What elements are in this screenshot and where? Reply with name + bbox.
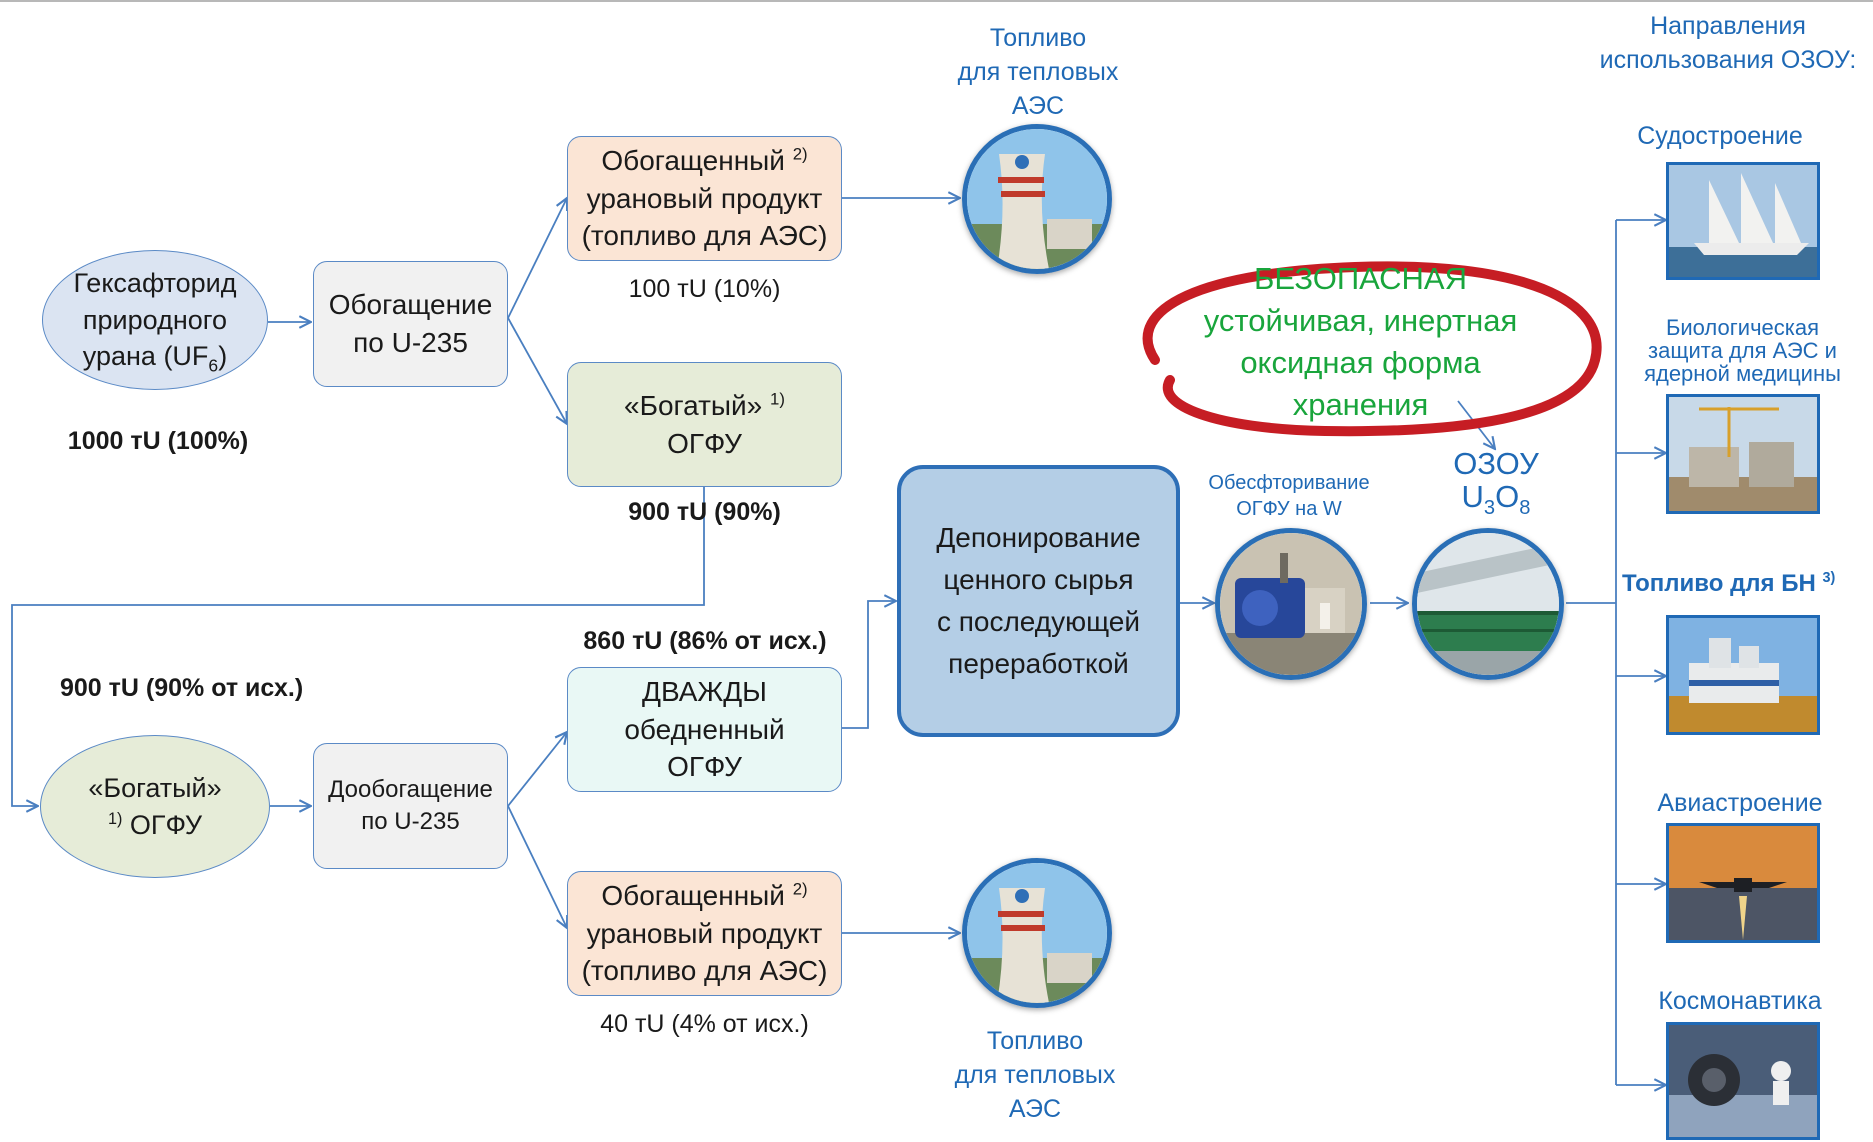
product1-line1: Обогащенный xyxy=(601,144,785,176)
product2-amount: 40 тU (4% от исх.) xyxy=(600,1010,809,1038)
use-space-label: Космонавтика xyxy=(1658,987,1822,1015)
rich2-amount: 900 тU (90% от исх.) xyxy=(60,674,304,702)
rich-tails-node-top: «Богатый» 1) ОГФУ xyxy=(567,362,842,487)
source-line2: природного xyxy=(82,304,228,335)
fuel-top-label: Топливо для тепловых АЭС xyxy=(940,22,1136,123)
rich2-line2: ОГФУ xyxy=(129,809,202,840)
ozou-u: U xyxy=(1461,478,1484,514)
fuel-bottom-line1: Топливо xyxy=(986,1027,1084,1055)
directions-title: Направления использования ОЗОУ: xyxy=(1599,12,1857,74)
airplane-photo xyxy=(1666,823,1820,943)
defluor-line2: ОГФУ на W xyxy=(1236,498,1342,520)
fast-fuel-footnote: 3) xyxy=(1822,570,1836,586)
source-formula: урана (UF xyxy=(82,341,209,372)
deposit-node: Депонирование ценного сырья с последующе… xyxy=(897,465,1180,737)
deposit-line4: переработкой xyxy=(948,648,1129,679)
use-fast-fuel-label: Топливо для БН 3) xyxy=(1622,570,1872,598)
defluorination-plant-photo xyxy=(1215,528,1367,680)
ozou-line1: ОЗОУ xyxy=(1453,446,1539,481)
deposit-line1: Депонирование xyxy=(936,522,1141,553)
deposit-line3: с последующей xyxy=(936,606,1141,637)
use-shipbuilding-label: Судостроение xyxy=(1637,122,1803,150)
use-aviation-label: Авиастроение xyxy=(1657,789,1823,817)
product1-amount: 100 тU (10%) xyxy=(628,275,781,303)
fuel-bottom-line3: АЭС xyxy=(1008,1094,1062,1123)
rich1-footnote: 1) xyxy=(770,389,785,409)
enrich1-line2: по U-235 xyxy=(353,327,468,358)
double-depleted-node: ДВАЖДЫ обедненный ОГФУ xyxy=(567,667,842,792)
product2-title-row: Обогащенный 2) xyxy=(582,877,828,915)
enrich2-line2: по U-235 xyxy=(361,808,460,835)
source-line3: урана (UF6) xyxy=(73,338,236,374)
enriched-product-node-bottom: Обогащенный 2) урановый продукт (топливо… xyxy=(567,871,842,996)
depleted-amount: 860 тU (86% от исх.) xyxy=(583,627,827,655)
product2-line1: Обогащенный xyxy=(601,879,785,911)
defluor-label: Обесфторивание ОГФУ на W xyxy=(1190,470,1388,522)
product2-footnote: 2) xyxy=(792,879,808,899)
product2-line2: урановый продукт xyxy=(586,917,823,949)
safe-line2: устойчивая, инертная xyxy=(1203,302,1518,338)
safe-line4: хранения xyxy=(1292,386,1429,422)
source-subscript: 6 xyxy=(208,355,219,376)
product1-line3: (топливо для АЭС) xyxy=(581,220,828,252)
rich2-row2: 1) ОГФУ xyxy=(88,807,221,843)
enrichment-node: Обогащение по U-235 xyxy=(313,261,508,387)
npp-photo-bottom xyxy=(962,858,1112,1008)
rich2-line1: «Богатый» xyxy=(88,773,222,804)
depleted-line3: ОГФУ xyxy=(667,751,742,783)
product1-footnote: 2) xyxy=(792,144,808,164)
product2-line3: (топливо для АЭС) xyxy=(581,955,828,987)
enrich2-line1: Дообогащение xyxy=(328,775,493,803)
depleted-line2: обедненный xyxy=(624,713,785,745)
source-close: ) xyxy=(218,341,228,372)
safe-storage-highlight xyxy=(1142,261,1602,437)
source-line1: Гексафторид xyxy=(73,268,237,299)
deposit-line2: ценного сырья xyxy=(943,564,1134,595)
enrich1-line1: Обогащение xyxy=(328,289,493,321)
safe-storage-text: БЕЗОПАСНАЯ устойчивая, инертная оксидная… xyxy=(1168,258,1553,425)
enriched-product-node-top: Обогащенный 2) урановый продукт (топливо… xyxy=(567,136,842,261)
bio-line2: защита для АЭС и xyxy=(1648,338,1837,364)
source-amount: 1000 тU (100%) xyxy=(67,427,249,455)
rich1-line2: ОГФУ xyxy=(667,427,742,459)
natural-uf6-node: Гексафторид природного урана (UF6) xyxy=(42,250,268,390)
use-bio-label: Биологическая защита для АЭС и ядерной м… xyxy=(1620,316,1865,385)
rich1-amount: 900 тU (90%) xyxy=(628,498,781,526)
fuel-bottom-line2: для тепловых xyxy=(954,1060,1116,1089)
defluor-line1: Обесфторивание xyxy=(1208,472,1370,494)
fuel-top-line3: АЭС xyxy=(1011,91,1065,120)
product1-line2: урановый продукт xyxy=(586,182,823,214)
ship-photo xyxy=(1666,162,1820,280)
fast-reactor-photo xyxy=(1666,615,1820,735)
product1-title-row: Обогащенный 2) xyxy=(582,142,828,180)
safe-line1: БЕЗОПАСНАЯ xyxy=(1254,261,1467,296)
safe-line3: оксидная форма xyxy=(1240,344,1481,380)
fuel-top-line1: Топливо xyxy=(989,24,1087,52)
ozou-label: ОЗОУ U3O8 xyxy=(1416,446,1576,518)
fuel-top-line2: для тепловых xyxy=(957,57,1119,86)
bio-line1: Биологическая xyxy=(1665,315,1820,340)
rich2-footnote: 1) xyxy=(107,809,123,828)
bio-line3: ядерной медицины xyxy=(1644,361,1841,387)
ozou-sub8: 8 xyxy=(1519,496,1531,519)
ozou-formula: U3O8 xyxy=(1416,478,1576,518)
storage-warehouse-photo xyxy=(1412,528,1564,680)
npp-photo-top xyxy=(962,124,1112,274)
depleted-line1: ДВАЖДЫ xyxy=(641,675,767,707)
rich-tails-node-bottom: «Богатый» 1) ОГФУ xyxy=(40,735,270,878)
astronaut-photo xyxy=(1666,1022,1820,1140)
rich1-title-row: «Богатый» 1) xyxy=(624,387,785,425)
fast-fuel-text: Топливо для БН xyxy=(1622,570,1816,597)
rich1-line1: «Богатый» xyxy=(624,389,763,421)
fuel-bottom-label: Топливо для тепловых АЭС xyxy=(937,1025,1133,1126)
top-rule xyxy=(0,0,1873,2)
ozou-o: O xyxy=(1495,478,1520,514)
construction-photo xyxy=(1666,394,1820,514)
ozou-sub3: 3 xyxy=(1483,496,1496,519)
re-enrichment-node: Дообогащение по U-235 xyxy=(313,743,508,869)
